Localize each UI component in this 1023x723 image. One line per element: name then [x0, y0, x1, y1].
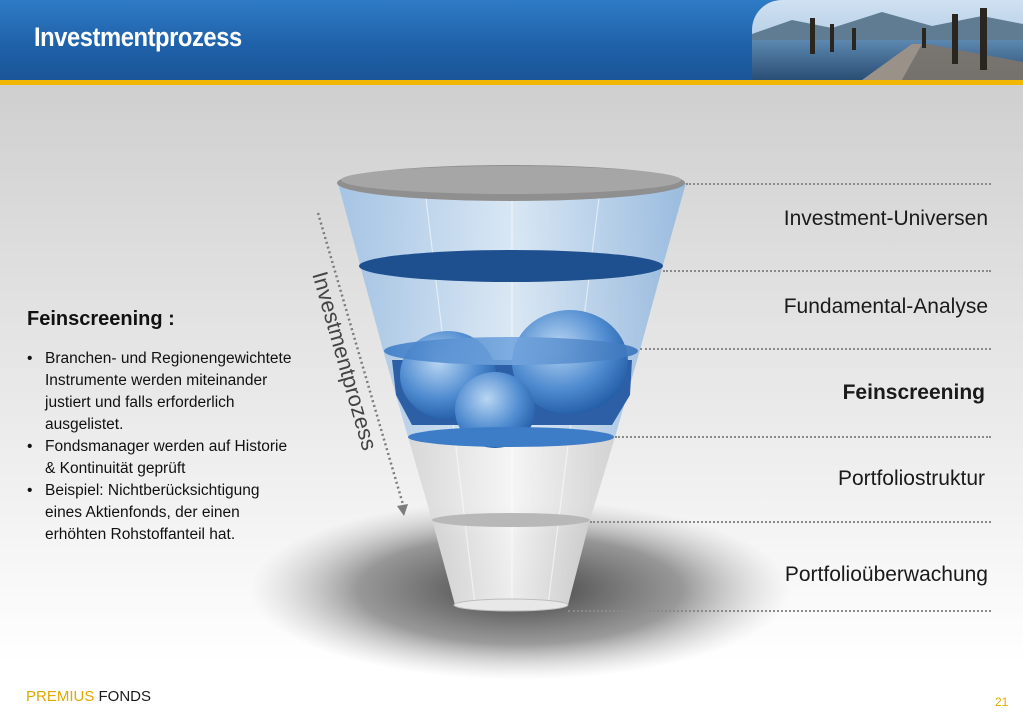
stage-divider — [590, 521, 991, 523]
detail-heading: Feinscreening : — [27, 308, 175, 330]
footer-brand-logo: PREMIUS FONDS — [26, 688, 151, 705]
list-item: Beispiel: Nichtberücksichtigung eines Ak… — [27, 480, 292, 546]
stage-divider — [568, 610, 991, 612]
stage-divider — [686, 183, 991, 185]
stage-divider — [640, 348, 991, 350]
stage-divider — [663, 270, 991, 272]
list-item: Branchen- und Regionengewichtete Instrum… — [27, 348, 292, 436]
slide-title: Investmentprozess — [34, 22, 242, 52]
stage-divider — [615, 436, 991, 438]
header-lake-pier-image — [752, 0, 1023, 80]
stage-label-investment-universen: Investment-Universen — [783, 207, 988, 230]
list-item: Fondsmanager werden auf Historie & Konti… — [27, 436, 292, 480]
header-gold-stripe — [0, 80, 1023, 85]
stage-label-feinscreening: Feinscreening — [842, 381, 985, 404]
brand-fonds: FONDS — [98, 688, 152, 705]
stage-label-portfolioueberwachung: Portfolioüberwachung — [784, 563, 988, 586]
brand-premius: PREMIUS — [26, 688, 95, 705]
stage-label-fundamental-analyse: Fundamental-Analyse — [783, 295, 988, 318]
header-bar: Investmentprozess — [0, 0, 1023, 85]
detail-bullet-list: Branchen- und Regionengewichtete Instrum… — [27, 348, 292, 546]
stage-label-portfoliostruktur: Portfoliostruktur — [837, 467, 985, 490]
page-number: 21 — [995, 695, 1009, 709]
